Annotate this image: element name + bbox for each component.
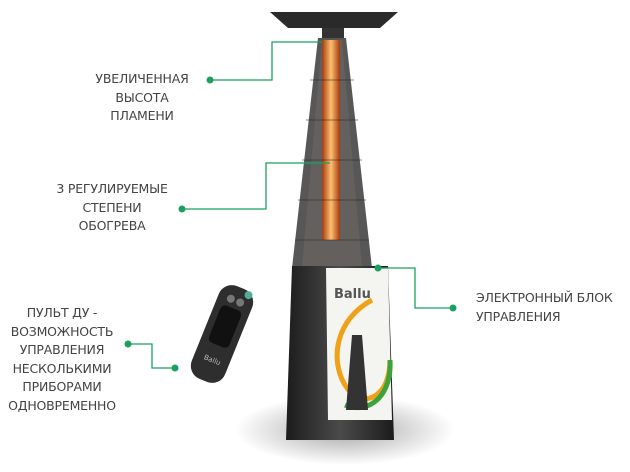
callout-line: УПРАВЛЕНИЯ — [476, 308, 561, 324]
leader-remote — [128, 343, 175, 369]
callout-dot — [171, 364, 179, 372]
callout-dot — [124, 340, 132, 348]
callout-line: ОБОГРЕВА — [78, 218, 146, 233]
flame — [322, 40, 340, 240]
leader-flame-height — [210, 41, 322, 81]
callout-line: ОДНОВРЕМЕННО — [8, 397, 116, 413]
callout-line: УВЕЛИЧЕННАЯ — [95, 71, 189, 86]
callout-flame-height: УВЕЛИЧЕННАЯ ВЫСОТА ПЛАМЕНИ — [80, 70, 204, 126]
callout-dot — [178, 205, 186, 213]
callout-line: ПУЛЬТ ДУ - — [26, 305, 98, 320]
leader-heat-levels — [182, 162, 330, 210]
callout-heat-levels: 3 РЕГУЛИРУЕМЫЕ СТЕПЕНИ ОБОГРЕВА — [44, 180, 180, 236]
poster-brand-logo: Ballu — [334, 287, 371, 302]
leader-lines — [128, 41, 453, 369]
callout-line: ВЫСОТА — [115, 89, 169, 105]
callout-line: ПРИБОРАМИ — [22, 379, 102, 394]
callout-line: 3 РЕГУЛИРУЕМЫЕ — [56, 181, 168, 196]
callout-line: НЕСКОЛЬКИМИ — [12, 360, 112, 376]
callout-dot — [449, 304, 457, 312]
callout-line: СТЕПЕНИ — [82, 199, 142, 215]
remote-control: Ballu — [190, 285, 254, 383]
callout-line: ЭЛЕКТРОННЫЙ БЛОК — [476, 290, 613, 305]
callout-line: ПЛАМЕНИ — [110, 108, 174, 123]
callout-line: ВОЗМОЖНОСТЬ — [10, 323, 114, 339]
heater-top-plate — [270, 12, 398, 28]
callout-remote: ПУЛЬТ ДУ - ВОЗМОЖНОСТЬ УПРАВЛЕНИЯ НЕСКОЛ… — [2, 304, 122, 415]
callout-control-unit: ЭЛЕКТРОННЫЙ БЛОК УПРАВЛЕНИЯ — [476, 289, 626, 326]
callout-line: УПРАВЛЕНИЯ — [19, 342, 105, 357]
callout-dot — [374, 264, 382, 272]
callout-dot — [206, 76, 214, 84]
leader-control-unit — [378, 267, 453, 309]
